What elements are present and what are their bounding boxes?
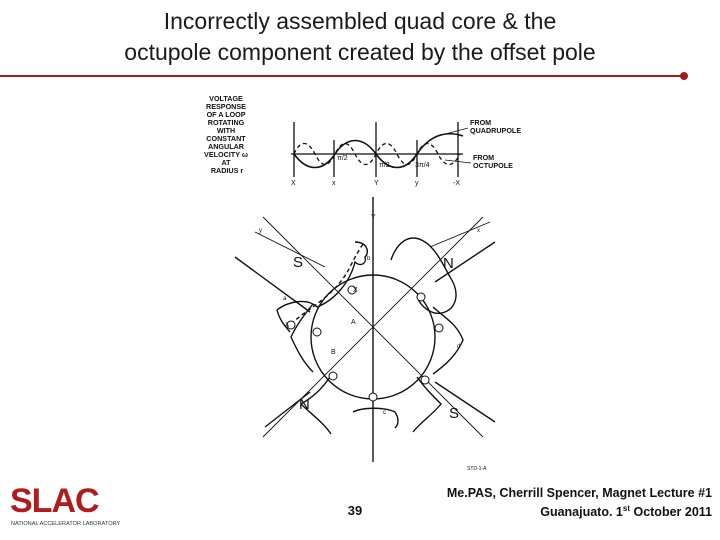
outer-diagonal bbox=[434, 381, 496, 423]
small-label: b bbox=[367, 256, 371, 262]
pole-tip-bottom-left bbox=[299, 376, 332, 435]
conductor-symbol bbox=[347, 285, 357, 295]
pole-tip-bottom bbox=[352, 407, 399, 429]
pole-tip-left bbox=[290, 303, 314, 373]
title-divider-dot bbox=[680, 72, 688, 80]
conductor-symbol bbox=[312, 327, 322, 337]
footer-line-1: Me.PAS, Cherrill Spencer, Magnet Lecture… bbox=[446, 486, 712, 500]
footer-date-rest: October 2011 bbox=[630, 505, 712, 520]
from-octupole-label: FROM OCTUPOLE bbox=[473, 153, 513, 170]
wave-axis-label: x bbox=[332, 180, 336, 187]
pole-label-n: N bbox=[299, 396, 310, 413]
title-line-1: Incorrectly assembled quad core & the bbox=[163, 8, 557, 34]
conductor-symbol bbox=[434, 323, 444, 333]
conductor-symbol bbox=[420, 375, 430, 385]
response-label: VOLTAGE RESPONSE OF A LOOP ROTATING WITH… bbox=[204, 94, 250, 175]
response-label-line: WITH bbox=[217, 126, 235, 135]
wave-axis-label: Y bbox=[374, 180, 379, 187]
displaced-pole-outline bbox=[290, 243, 364, 325]
small-label: y bbox=[259, 228, 262, 234]
page-number: 39 bbox=[347, 503, 363, 518]
footer-date-sup: st bbox=[622, 504, 630, 513]
octupole-wave bbox=[293, 142, 461, 166]
leader-line bbox=[444, 159, 472, 164]
pole-tip-right bbox=[432, 306, 464, 375]
response-label-line: ANGULAR bbox=[208, 142, 245, 151]
small-label: x bbox=[477, 228, 480, 234]
small-label: A bbox=[351, 319, 356, 326]
pole-tip-top-left bbox=[316, 241, 368, 308]
pole-tip-top-right bbox=[390, 237, 457, 314]
response-label-line: CONSTANT bbox=[206, 134, 246, 143]
footer-line-2: Guanajuato. 1st October 2011 bbox=[447, 501, 712, 520]
wave-axis-label: -X bbox=[453, 180, 460, 187]
pole-label-s: S bbox=[293, 254, 303, 271]
page-title: Incorrectly assembled quad core & the oc… bbox=[0, 6, 720, 68]
pole-tip-top-left-outer bbox=[276, 300, 318, 333]
outer-diagonal bbox=[429, 221, 491, 248]
slac-logo-text: SLAC bbox=[10, 482, 99, 520]
pole-label-n: N bbox=[443, 255, 454, 272]
response-label-line: OF A LOOP bbox=[207, 110, 246, 119]
title-divider bbox=[0, 75, 683, 77]
small-label: a bbox=[283, 296, 287, 302]
conductor-symbol bbox=[286, 320, 296, 330]
footer-credit: Me.PAS, Cherrill Spencer, Magnet Lecture… bbox=[447, 485, 712, 520]
slac-logo-subtitle: NATIONAL ACCELERATOR LABORATORY bbox=[11, 521, 120, 527]
wave-axis-label: X bbox=[291, 180, 296, 187]
small-label: d bbox=[457, 344, 460, 350]
pole-label-s: S bbox=[449, 405, 459, 422]
response-label-line: RESPONSE bbox=[206, 102, 246, 111]
small-label: c bbox=[383, 410, 386, 416]
wave-angle-label: π/2 bbox=[379, 162, 390, 169]
quad-core-diagram: VOLTAGE RESPONSE OF A LOOP ROTATING WITH… bbox=[204, 94, 521, 472]
wave-angle-label: π/2 bbox=[337, 155, 348, 162]
response-label-line: RADIUS r bbox=[211, 166, 244, 175]
wave-angle-label: 3π/4 bbox=[415, 162, 430, 169]
outer-diagonal bbox=[264, 391, 311, 428]
from-quadrupole-label: FROM QUADRUPOLE bbox=[470, 118, 521, 135]
conductor-symbol bbox=[328, 371, 338, 381]
outer-diagonal bbox=[434, 241, 496, 283]
conductor-symbol bbox=[368, 392, 378, 402]
outer-diagonal bbox=[234, 256, 311, 313]
leader-line bbox=[437, 127, 469, 137]
small-label: B bbox=[331, 349, 336, 356]
outer-diagonal bbox=[254, 231, 326, 268]
conductor-symbol bbox=[416, 292, 426, 302]
slac-logo: SLAC NATIONAL ACCELERATOR LABORATORY bbox=[10, 482, 120, 527]
axis-label-x: X bbox=[353, 287, 358, 294]
title-line-2: octupole component created by the offset… bbox=[124, 39, 596, 65]
wave-axis-label: y bbox=[415, 180, 419, 187]
response-label-line: VOLTAGE bbox=[209, 94, 243, 103]
pole-tip-bottom-right bbox=[412, 376, 442, 433]
small-label: δ bbox=[285, 323, 289, 330]
axis-label-y: Y bbox=[371, 214, 376, 221]
response-label-line: AT bbox=[221, 158, 231, 167]
response-label-line: ROTATING bbox=[208, 118, 245, 127]
footer-date-main: Guanajuato. 1 bbox=[540, 505, 623, 520]
figure-code: STD-1-A bbox=[467, 466, 487, 472]
response-label-line: VELOCITY ω bbox=[204, 150, 248, 159]
